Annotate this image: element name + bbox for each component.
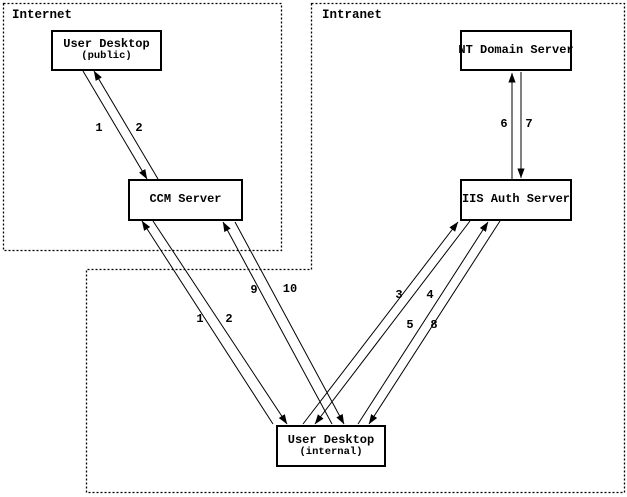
zone-label-internet: Internet	[12, 8, 73, 22]
arrow-step-4-from-iis_auth_server-to-user_desktop_internal	[314, 220, 471, 425]
node-title: CCM Server	[149, 192, 222, 207]
node-title: IIS Auth Server	[461, 192, 571, 207]
step-number-label-step-6: 6	[500, 117, 507, 131]
message-arrows	[82, 70, 525, 425]
step-number-label-step-5: 5	[406, 318, 413, 332]
step-number-label-step-2-internal: 2	[225, 312, 232, 326]
step-number-label-step-3: 3	[395, 288, 402, 302]
node-title: User Desktop	[63, 37, 150, 52]
node-user-desktop-public: User Desktop (public)	[51, 30, 162, 71]
step-number-label-step-10: 10	[283, 282, 297, 296]
arrow-step-9-from-user_desktop_internal-to-ccm_server	[222, 221, 333, 425]
node-iis-auth-server: IIS Auth Server	[460, 179, 572, 221]
zone-outline-internet	[2, 2, 283, 252]
arrow-step-10-from-ccm_server-to-user_desktop_internal	[234, 221, 345, 425]
node-title: NT Domain Server	[458, 42, 574, 57]
node-title: User Desktop	[287, 432, 375, 447]
node-subtitle: (internal)	[299, 445, 363, 458]
step-number-label-step-9: 9	[250, 283, 257, 297]
node-nt-domain-server: NT Domain Server	[458, 30, 574, 71]
arrow-step-5-from-user_desktop_internal-to-iis_auth_server	[357, 221, 489, 425]
node-user-desktop-internal: User Desktop (internal)	[276, 425, 386, 467]
step-number-label-step-4: 4	[426, 288, 433, 302]
step-number-label-step-7: 7	[525, 117, 532, 131]
node-subtitle: (public)	[81, 50, 132, 63]
step-number-label-step-1-public: 1	[95, 121, 102, 135]
arrow-step-2-public-from-ccm_server-to-user_desktop_public	[93, 70, 159, 180]
node-ccm-server: CCM Server	[128, 179, 243, 221]
step-number-label-step-8: 8	[430, 318, 437, 332]
zone-outline-intranet	[85, 2, 626, 494]
arrow-step-1-internal-from-user_desktop_internal-to-ccm_server	[141, 220, 274, 425]
step-number-label-step-2-public: 2	[135, 121, 142, 135]
message-step-numbers: 1 2 1 2 9 10 3 4 5 8 6 7	[95, 117, 532, 332]
step-number-label-step-1-internal: 1	[196, 312, 203, 326]
arrow-step-3-from-user_desktop_internal-to-iis_auth_server	[302, 221, 459, 425]
arrow-step-1-public-from-user_desktop_public-to-ccm_server	[82, 70, 148, 180]
arrow-step-8-from-iis_auth_server-to-user_desktop_internal	[368, 220, 501, 425]
zone-label-intranet: Intranet	[322, 8, 383, 22]
arrow-step-2-internal-from-ccm_server-to-user_desktop_internal	[152, 220, 288, 425]
